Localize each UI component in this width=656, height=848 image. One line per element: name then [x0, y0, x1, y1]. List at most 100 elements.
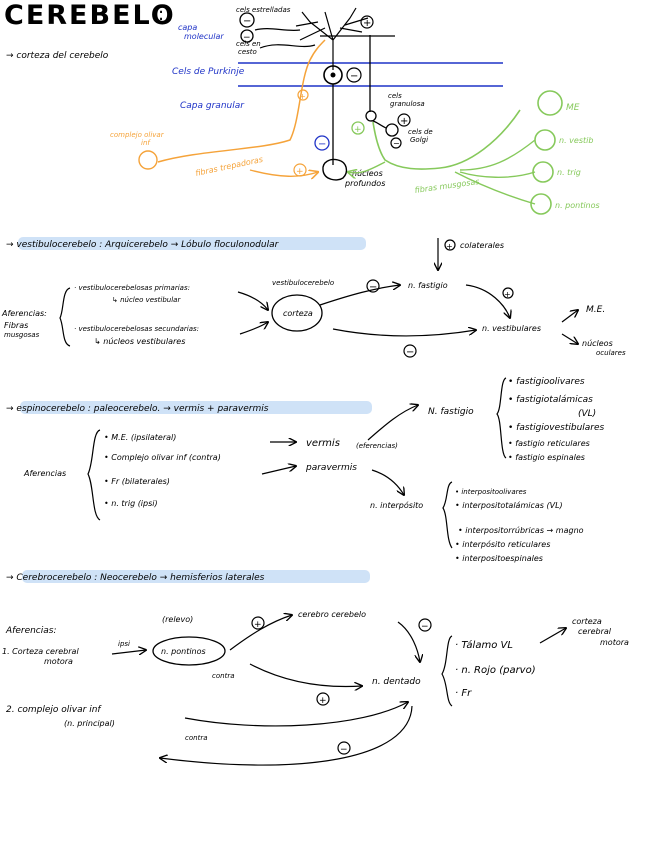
s3-int-target-2: • interpositotalámicas (VL) [455, 501, 563, 510]
s4-minus-right-circle [418, 618, 432, 632]
mossy-fiber [372, 109, 521, 170]
climbing-plus-circle [297, 89, 309, 101]
target-pontinos-node [530, 193, 552, 215]
s2-minus-top-circle [366, 279, 380, 293]
s4-brace-targets [441, 635, 453, 707]
s2-arrow-me [561, 310, 578, 323]
s2-arrow-fastigio [319, 285, 400, 306]
complejo-olivar-label: complejo olivar [110, 131, 165, 139]
capa-granular-label: Capa granular [180, 101, 245, 111]
s2-vestibulocerebelo: vestibulocerebelo [272, 279, 334, 287]
s2-aferencias-label: Aferencias: [1, 309, 47, 318]
capa-purkinje-label: Cels de Purkinje [172, 67, 245, 77]
s2-plus-colat: + [446, 242, 453, 251]
s2-me: M.E. [586, 305, 605, 315]
s3-n-interposito: n. interpósito [370, 500, 423, 510]
s2-plus-right: + [504, 290, 511, 299]
purkinje-inhibit-sign [346, 67, 362, 83]
s4-target-rojo: · n. Rojo (parvo) [455, 665, 536, 676]
s3-arrow-fastigio [367, 405, 418, 441]
page-title: CEREBELO [4, 0, 176, 31]
s4-corteza-motora-2: cerebral [578, 627, 612, 636]
fibras-trepadoras-label: fibras trepadoras [195, 155, 264, 178]
target-me-label: ME [566, 103, 580, 113]
section2-highlight [18, 237, 366, 250]
deep-nuclei-minus-circle [314, 135, 330, 151]
s3-interposito-brace [442, 481, 453, 549]
s3-arrow-paravermis [261, 466, 296, 475]
section3-heading: → espinocerebelo : paleocerebelo. → verm… [6, 404, 269, 414]
s3-eferencias: (eferencias) [356, 442, 398, 450]
s3-int-target-1: • interpositoolivares [455, 488, 527, 496]
s2-colaterales: colaterales [460, 241, 504, 250]
cels-granulosa-label-2: granulosa [390, 100, 425, 108]
s4-minus-right: − [421, 622, 429, 632]
s4-arrow-pontinos [111, 650, 146, 654]
s2-primarias-sub: ↳ núcleo vestibular [112, 296, 181, 304]
s4-arrow-dentado-bottom [249, 663, 362, 687]
s4-arrow-dentado-top [397, 621, 420, 662]
s2-plus-colat-circle [444, 239, 456, 251]
target-me-node [537, 90, 563, 116]
s2-arrow-oculares [561, 333, 578, 344]
climbing-fiber-collateral [249, 169, 318, 176]
target-vestib-label: n. vestib [559, 136, 593, 145]
purkinje-cell-nucleus [330, 72, 336, 78]
s2-arrow-fastigio-vestib [465, 284, 510, 318]
s3-int-target-4: • interpósito reticulares [455, 539, 550, 549]
parallel-fiber-plus-sign: + [363, 18, 371, 29]
s4-item2-2: (n. principal) [64, 719, 115, 728]
mossy-fiber-collateral [348, 161, 386, 173]
s3-brace [87, 429, 101, 521]
s2-nucleos-oculares-2: oculares [596, 349, 626, 357]
golgi-minus-sign: − [393, 139, 400, 148]
s2-minus-bottom: − [406, 347, 414, 358]
s3-fast-target-1: • fastigioolivares [508, 377, 585, 387]
granule-plus-sign: + [400, 116, 408, 127]
target-vestib-node [534, 129, 556, 151]
section2-heading: → vestibulocerebelo : Arquicerebelo → Ló… [6, 239, 280, 250]
s2-plus-right-circle [502, 287, 514, 299]
mossy-plus-circle [351, 121, 365, 135]
s4-minus-bottom-circle [337, 741, 351, 755]
s2-arrow-sec [239, 322, 268, 335]
s4-n-pontinos: n. pontinos [161, 647, 206, 656]
s3-item-trig: • n. trig (ipsi) [104, 499, 158, 508]
capa-molecular-label: capa [178, 23, 197, 32]
golgi-cell [385, 123, 399, 137]
s4-pontinos-node [152, 636, 226, 666]
s2-secundarias-sub: ↳ núcleos vestibulares [94, 337, 185, 346]
s4-arrow-cerebrocerebelo [229, 615, 292, 651]
nucleos-profundos-label: núcleos [352, 169, 383, 178]
s3-arrow-interposito [371, 469, 404, 495]
s3-int-target-3: • interpositorrúbricas → magno [458, 526, 584, 535]
section4-highlight [22, 570, 370, 583]
climbing-fiber [157, 39, 326, 163]
s4-item1-2: motora [44, 657, 73, 666]
s4-ipsi: ipsi [118, 640, 130, 648]
target-trig-label: n. trig [557, 168, 581, 177]
s4-plus-top: + [254, 620, 262, 630]
golgi-minus-circle [390, 137, 402, 149]
s2-brace [59, 287, 71, 347]
s2-secundarias: · vestibulocerebelosas secundarias: [74, 325, 199, 333]
s2-minus-top: − [369, 282, 377, 293]
s3-fast-target-4: • fastigio reticulares [508, 439, 590, 448]
s4-contra: contra [212, 672, 234, 680]
s2-arrow-prim [237, 291, 268, 310]
s4-corteza-motora: corteza [572, 617, 602, 626]
s2-primarias: · vestibulocerebelosas primarias: [74, 284, 190, 292]
s4-aferencias: Aferencias: [5, 626, 57, 636]
s4-n-dentado: n. dentado [372, 677, 421, 687]
cels-granulosa-label: cels [388, 92, 402, 100]
cels-cesto-label-2: cesto [238, 48, 257, 56]
deep-nuclei-minus-sign: − [318, 139, 326, 150]
title-colon: : [158, 4, 164, 25]
s4-arrow-olivar-dentado [184, 702, 408, 727]
s3-vermis: vermis [306, 438, 340, 449]
s3-fast-target-vl: (VL) [578, 409, 596, 419]
s3-int-target-5: • interpositoespinales [455, 554, 543, 563]
s3-item-me: • M.E. (ipsilateral) [104, 433, 176, 442]
s2-nucleos-oculares: núcleos [582, 339, 613, 348]
